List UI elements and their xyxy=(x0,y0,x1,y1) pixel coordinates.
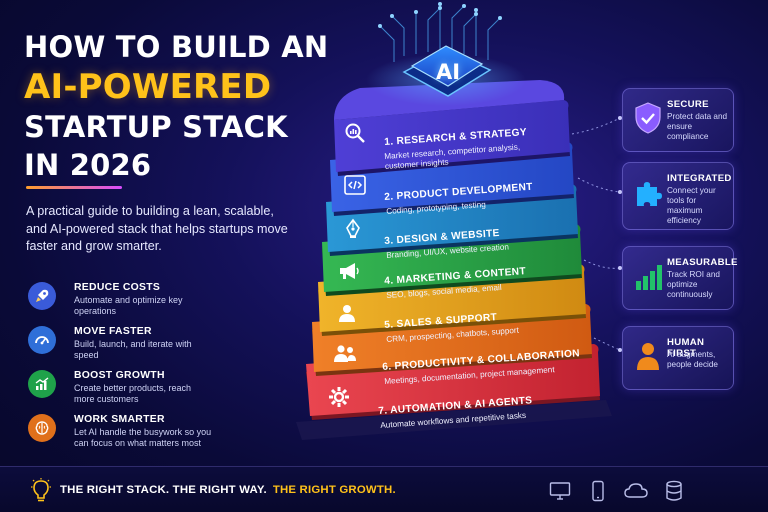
card-integrated: INTEGRATED Connect your tools for maximu… xyxy=(622,162,734,230)
title-line-2: AI-POWERED xyxy=(24,67,272,107)
card-desc: AI augments, people decide xyxy=(667,350,718,369)
benefit-move-faster: MOVE FASTER Build, launch, and iterate w… xyxy=(28,326,328,367)
growth-chart-icon xyxy=(28,370,56,398)
card-secure: SECURE Protect data and ensure complianc… xyxy=(622,88,734,152)
ai-chip-label: AI xyxy=(435,60,461,84)
card-desc: Connect your tools for maximum efficienc… xyxy=(667,186,716,225)
benefit-title: BOOST GROWTH xyxy=(74,370,165,381)
megaphone-icon xyxy=(334,256,364,286)
speedometer-icon xyxy=(28,326,56,354)
brain-icon xyxy=(28,414,56,442)
benefits-list: REDUCE COSTS Automate and optimize key o… xyxy=(28,282,328,458)
footer-tagline-white: THE RIGHT STACK. THE RIGHT WAY. xyxy=(60,484,267,496)
page-title: HOW TO BUILD AN AI-POWERED STARTUP STACK… xyxy=(24,28,344,184)
stack-graphic xyxy=(296,2,622,440)
card-desc: Track ROI and optimize continuously xyxy=(667,270,720,299)
puzzle-icon xyxy=(633,177,663,211)
benefit-reduce-costs: REDUCE COSTS Automate and optimize key o… xyxy=(28,282,328,323)
title-line-1: HOW TO BUILD AN xyxy=(24,30,329,64)
code-icon xyxy=(340,170,370,200)
footer-banner: THE RIGHT STACK. THE RIGHT WAY. THE RIGHT… xyxy=(0,466,768,512)
cloud-icon xyxy=(624,480,648,502)
footer-icons xyxy=(548,480,686,502)
human-icon xyxy=(633,339,663,373)
gear-icon xyxy=(324,382,354,412)
rocket-icon xyxy=(28,282,56,310)
title-divider xyxy=(26,186,122,189)
subtitle: A practical guide to building a lean, sc… xyxy=(26,204,288,253)
benefit-desc: Let AI handle the busywork so you can fo… xyxy=(74,427,212,448)
footer-tagline: THE RIGHT STACK. THE RIGHT WAY. THE RIGHT… xyxy=(60,484,396,496)
benefit-boost-growth: BOOST GROWTH Create better products, rea… xyxy=(28,370,328,411)
benefit-work-smarter: WORK SMARTER Let AI handle the busywork … xyxy=(28,414,328,455)
card-title: MEASURABLE xyxy=(667,257,738,268)
shield-icon xyxy=(633,101,663,135)
card-desc: Protect data and ensure compliance xyxy=(667,112,728,141)
bar-chart-icon xyxy=(633,259,663,293)
benefit-title: REDUCE COSTS xyxy=(74,282,161,293)
benefit-title: WORK SMARTER xyxy=(74,414,165,425)
person-icon xyxy=(332,298,362,328)
lightbulb-icon xyxy=(30,478,52,504)
benefit-desc: Build, launch, and iterate with speed xyxy=(74,339,192,360)
title-line-4: IN 2026 xyxy=(24,148,152,182)
card-title: INTEGRATED xyxy=(667,173,732,184)
magnifier-chart-icon xyxy=(340,118,370,148)
benefit-desc: Automate and optimize key operations xyxy=(74,295,183,316)
desktop-icon xyxy=(548,480,572,502)
pen-tool-icon xyxy=(338,214,368,244)
card-title: SECURE xyxy=(667,99,709,110)
title-line-3: STARTUP STACK xyxy=(24,110,288,144)
team-icon xyxy=(330,338,360,368)
card-human-first: HUMAN FIRST AI augments, people decide xyxy=(622,326,734,390)
database-icon xyxy=(662,480,686,502)
footer-tagline-gold: THE RIGHT GROWTH. xyxy=(272,484,396,496)
benefit-desc: Create better products, reach more custo… xyxy=(74,383,192,404)
benefit-title: MOVE FASTER xyxy=(74,326,152,337)
card-measurable: MEASURABLE Track ROI and optimize contin… xyxy=(622,246,737,310)
mobile-icon xyxy=(586,480,610,502)
card-title: HUMAN FIRST xyxy=(667,337,705,359)
